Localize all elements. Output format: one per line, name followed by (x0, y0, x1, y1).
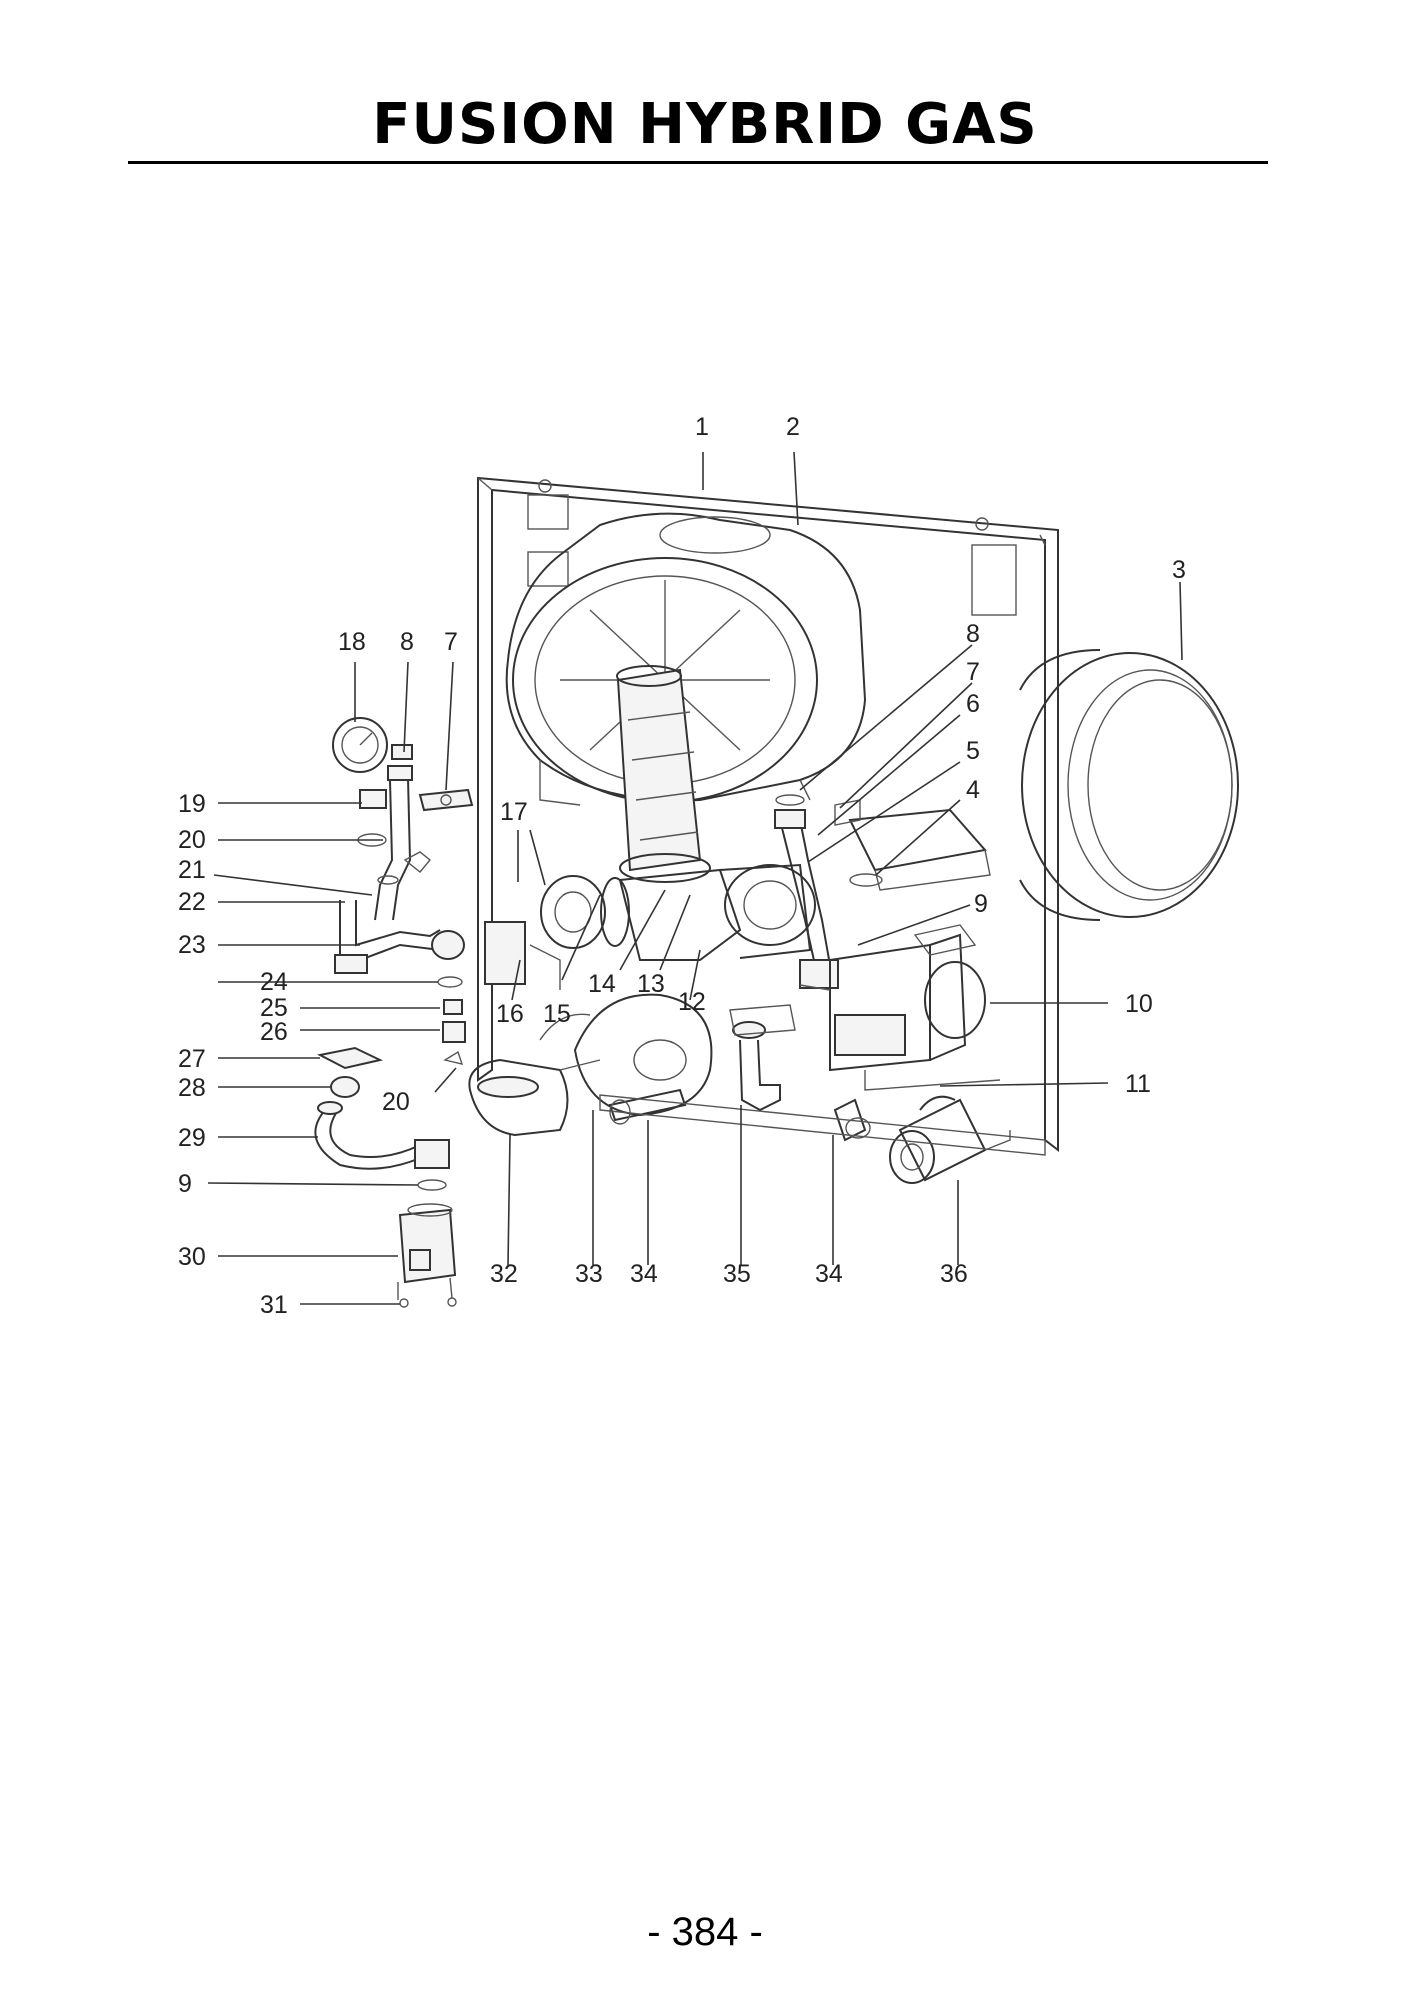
gas-valve-30 (397, 1203, 457, 1308)
pump-group (799, 924, 1001, 1091)
fan-assembly (618, 863, 816, 961)
callout-2: 2 (786, 413, 800, 441)
connector-pipes (608, 1004, 871, 1142)
callout-8-right: 8 (966, 620, 980, 648)
callout-3: 3 (1172, 556, 1186, 584)
boiler-frame (477, 476, 1059, 1153)
title-rule (128, 161, 1268, 164)
callout-10: 10 (1125, 990, 1153, 1018)
callout-18: 18 (338, 628, 366, 656)
callout-12: 12 (678, 988, 706, 1016)
expansion-vessel (1019, 649, 1239, 921)
pipe-29 (314, 1101, 450, 1191)
flue-duct (889, 1095, 1011, 1184)
fan-left (484, 875, 630, 990)
callout-13: 13 (637, 970, 665, 998)
bracket-7-left (418, 788, 474, 812)
callout-5: 5 (966, 737, 980, 765)
callout-14: 14 (588, 970, 616, 998)
bottom-bar (599, 1094, 1046, 1156)
page-title: FUSION HYBRID GAS (372, 92, 1038, 157)
callout-25: 25 (260, 994, 288, 1022)
callout-26: 26 (260, 1018, 288, 1046)
callout-29: 29 (178, 1124, 206, 1152)
callout-20-b: 20 (382, 1088, 410, 1116)
callout-22: 22 (178, 888, 206, 916)
callout-33: 33 (575, 1260, 603, 1288)
callout-9-left: 9 (178, 1170, 192, 1198)
callout-7-left: 7 (444, 628, 458, 656)
callout-23: 23 (178, 931, 206, 959)
leader-lines (207, 451, 1183, 1305)
condensate-trap (468, 993, 713, 1137)
flow-pipe-left (357, 765, 431, 921)
callout-28: 28 (178, 1074, 206, 1102)
callout-4: 4 (966, 776, 980, 804)
callout-15: 15 (543, 1000, 571, 1028)
callout-35: 35 (723, 1260, 751, 1288)
callout-27: 27 (178, 1045, 206, 1073)
callout-21: 21 (178, 856, 206, 884)
small-fittings-24-28 (317, 976, 466, 1098)
callout-24: 24 (260, 968, 288, 996)
callout-19: 19 (178, 790, 206, 818)
pressure-gauge (332, 717, 413, 773)
burner-tube (616, 665, 711, 883)
callout-30: 30 (178, 1243, 206, 1271)
page-number: - 384 - (647, 1910, 763, 1954)
callout-1: 1 (695, 413, 709, 441)
callout-labels: 1 2 3 8 7 6 5 4 9 10 11 18 8 7 19 17 20 … (178, 413, 1186, 1319)
callout-34-a: 34 (630, 1260, 658, 1288)
callout-34-b: 34 (815, 1260, 843, 1288)
callout-32: 32 (490, 1260, 518, 1288)
callout-6: 6 (966, 690, 980, 718)
callout-31: 31 (260, 1291, 288, 1319)
bracket-plate (848, 808, 991, 891)
callout-17: 17 (500, 798, 528, 826)
callout-11: 11 (1125, 1070, 1151, 1098)
pipe-23 (334, 900, 465, 974)
callout-36: 36 (940, 1260, 968, 1288)
callout-16: 16 (496, 1000, 524, 1028)
callout-8-left: 8 (400, 628, 414, 656)
callout-20-a: 20 (178, 826, 206, 854)
return-pipe (774, 794, 861, 989)
callout-7-right: 7 (966, 658, 980, 686)
callout-9-right: 9 (974, 890, 988, 918)
